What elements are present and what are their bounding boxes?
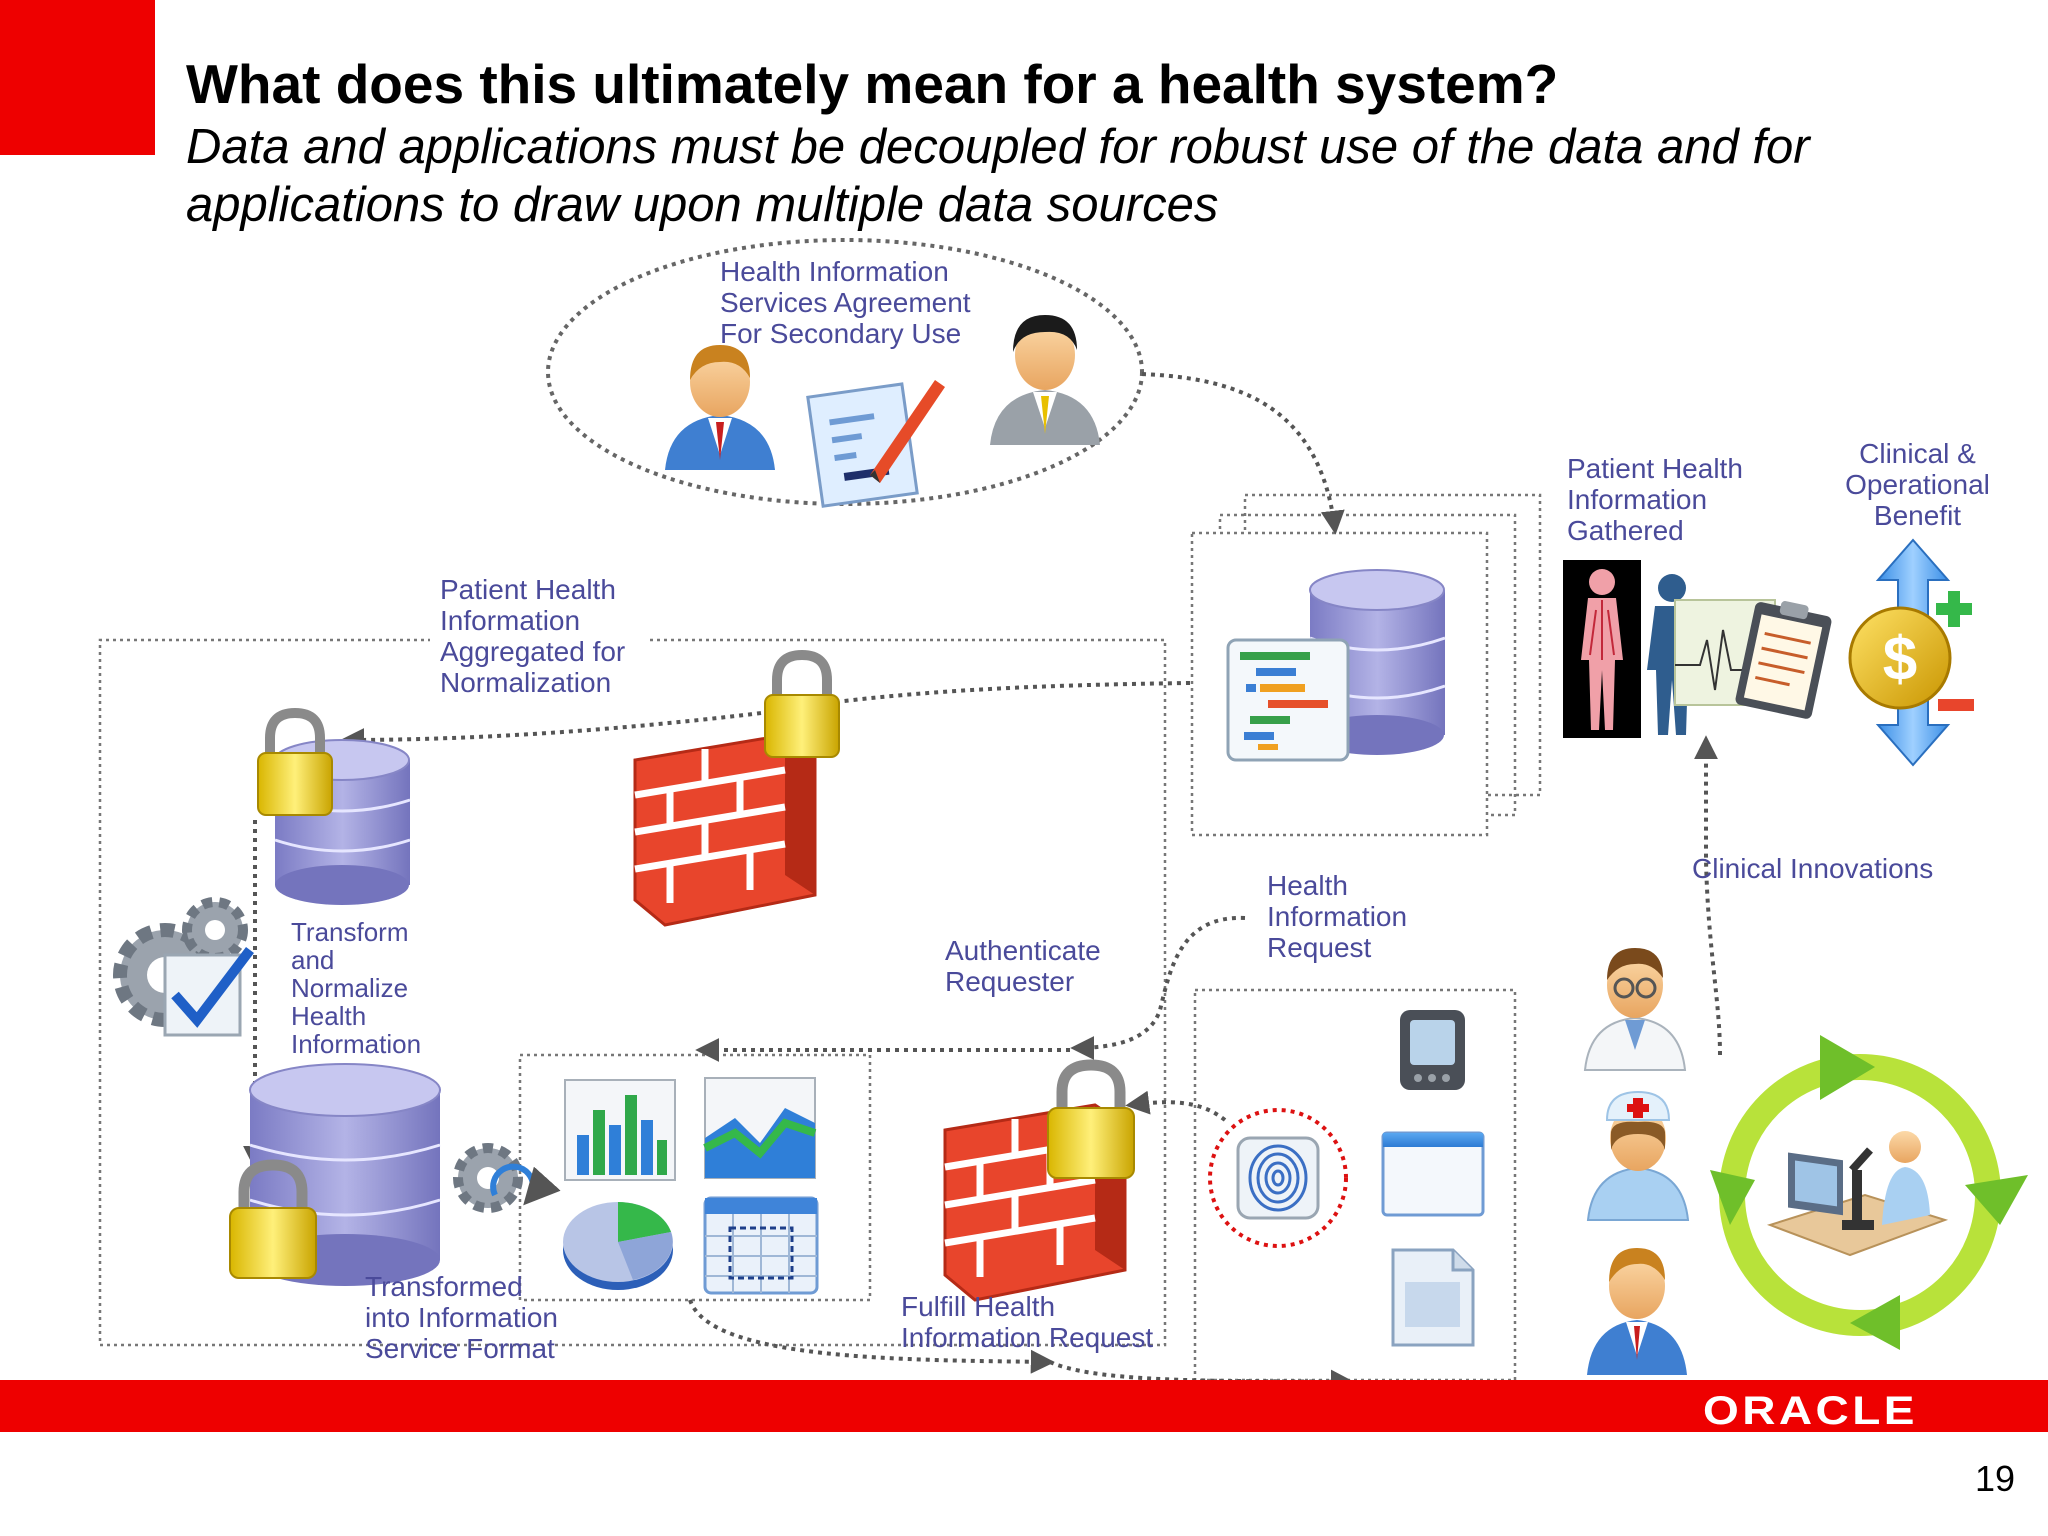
minus-icon (1936, 697, 1976, 713)
aggregation-box (98, 638, 1167, 1347)
refresh-gear-icon (453, 1143, 561, 1213)
footer-bar (0, 1380, 2048, 1432)
label-gathered: Patient Health Information Gathered (1567, 453, 1743, 546)
label-authenticate: Authenticate Requester (945, 935, 1101, 997)
connectors (243, 372, 1722, 1394)
line-chart-icon (703, 1077, 817, 1179)
label-innovations: Clinical Innovations (1692, 853, 1934, 884)
slide-title: What does this ultimately mean for a hea… (186, 53, 1559, 115)
grid-document-icon (1226, 638, 1350, 762)
label-aggregated: Patient Health Information Aggregated fo… (440, 574, 626, 698)
microscope-icon (1766, 1131, 1949, 1257)
connector-fingerprint-to-lock (1125, 1090, 1227, 1122)
bar-chart-icon (564, 1079, 676, 1181)
lock-icon (229, 1159, 317, 1279)
connector-request-to-auth (1070, 915, 1246, 1060)
calendar-grid-icon (703, 1196, 819, 1295)
file-icon (1391, 1248, 1475, 1347)
label-transform: Transform and Normalize Health Informati… (291, 917, 422, 1059)
firewall-icon (633, 733, 817, 927)
connector-agreement-to-sources (1141, 372, 1345, 535)
pie-chart-icon (563, 1202, 673, 1290)
lock-icon (1047, 1059, 1135, 1179)
oracle-logo: ORACLE (1703, 1389, 1918, 1433)
dollar-coin-icon: $ (1848, 606, 1952, 710)
application-window-icon (1381, 1131, 1485, 1217)
label-fulfill: Fulfill Health Information Request (901, 1291, 1154, 1353)
page-number: 19 (1974, 1458, 2015, 1499)
clipboard-icon (1735, 601, 1832, 719)
corner-accent (0, 0, 155, 155)
businessman-icon (1587, 1248, 1687, 1375)
database-icon (274, 739, 411, 905)
svg-text:$: $ (1883, 625, 1917, 694)
connector-innovations-to-gathered (1694, 735, 1722, 1056)
doctor-icon (1583, 948, 1687, 1071)
fingerprint-icon (1208, 1108, 1348, 1248)
nurse-icon (1586, 1090, 1690, 1221)
person-blue-icon (665, 345, 775, 470)
lock-icon (764, 649, 840, 758)
label-transformed: Transformed into Information Service For… (365, 1271, 558, 1364)
apps-box (518, 1053, 872, 1302)
connector-apps-to-fulfill (688, 1299, 1055, 1374)
agreement-ellipse (546, 238, 1144, 506)
lock-icon (257, 707, 333, 816)
label-agreement: Health Information Services Agreement Fo… (720, 256, 971, 349)
human-body-icon (1563, 560, 1641, 738)
lab-cycle-icon (1710, 1035, 2028, 1350)
slide-subtitle: Data and applications must be decoupled … (186, 120, 1810, 232)
gears-checkmark-icon (113, 897, 254, 1037)
label-benefit: Clinical & Operational Benefit (1845, 438, 1990, 531)
plus-icon (1934, 589, 1974, 629)
document-sign-icon (806, 380, 945, 508)
person-gray-icon (990, 315, 1100, 445)
label-request: Health Information Request (1267, 870, 1408, 963)
connector-firewall-to-database (340, 710, 771, 752)
pda-device-icon (1400, 1010, 1465, 1090)
